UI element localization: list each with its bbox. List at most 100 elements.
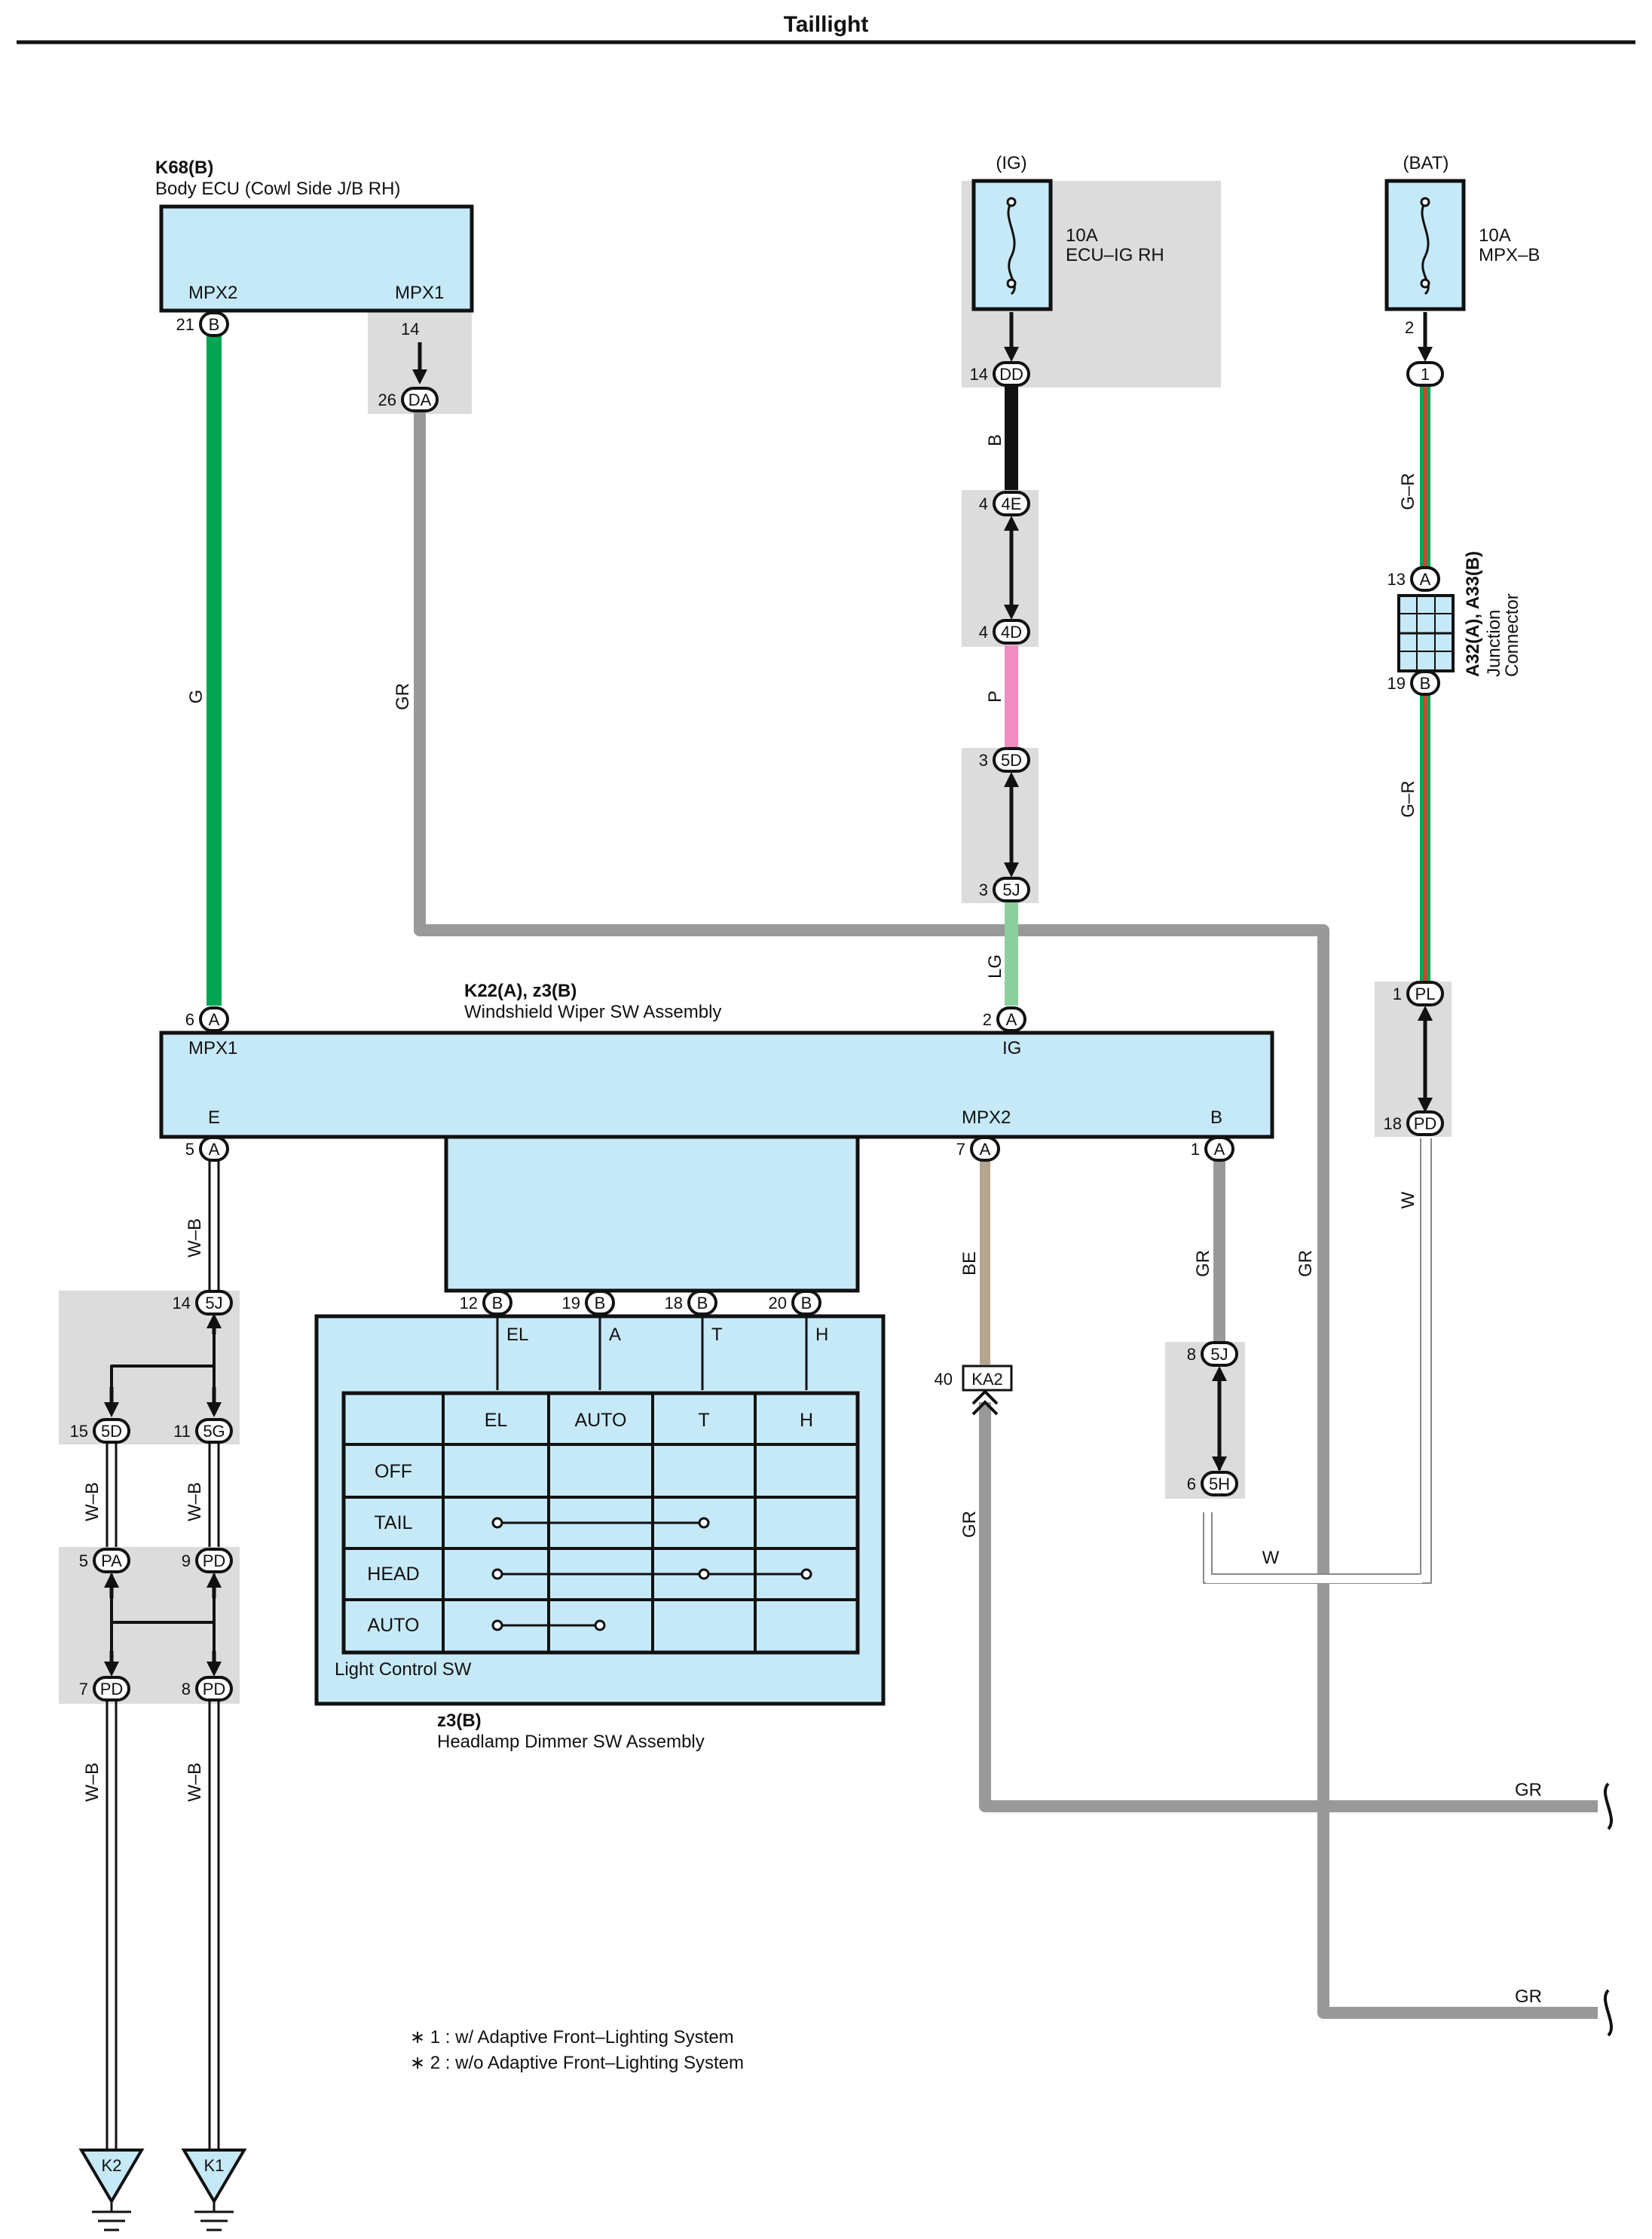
wire-label-gr-3: GR: [959, 1511, 980, 1538]
pin-gnd-5g-conn: 5G: [203, 1422, 225, 1441]
ground-k2: K2: [78, 2149, 145, 2231]
junction-name-2: Connector: [1502, 593, 1522, 677]
pin-wiper-e: A5: [185, 1136, 229, 1162]
switch-row-head: HEAD: [367, 1564, 419, 1585]
switch-header-auto: AUTO: [575, 1410, 627, 1431]
wire-label-wb-3: W–B: [185, 1482, 205, 1521]
junction-code: A32(A), A33(B): [1463, 551, 1483, 677]
pin-wiper-mpx2: A7: [956, 1136, 1000, 1162]
switch-table: EL AUTO T H OFF TAIL HEAD AUTO: [341, 1391, 860, 1655]
note-1: ∗ 1 : w/ Adaptive Front–Lighting System: [410, 2027, 734, 2048]
pin-bat-1-conn: 1: [1421, 365, 1430, 384]
pin-ecu-da: DA 26: [378, 387, 439, 412]
wiper-b-label: B: [1210, 1107, 1222, 1128]
pin-wiper-mpx2-conn: A: [980, 1140, 991, 1159]
pin-dimmer-20: B20: [769, 1290, 821, 1316]
pin-dimmer-12: B12: [460, 1290, 512, 1316]
pin-ecu-da-pin: 26: [378, 391, 396, 409]
fuse-ig-supply: (IG): [996, 153, 1026, 173]
wire-label-wb-5: W–B: [185, 1763, 205, 1802]
pin-gnd-pd-8-conn: PD: [203, 1680, 226, 1698]
wire-break-marks: [1603, 1782, 1614, 2037]
wire-label-gr-1: GR: [393, 683, 413, 710]
wiper-name: Windshield Wiper SW Assembly: [464, 1002, 721, 1022]
wiper-sw-assembly: K22(A), z3(B) Windshield Wiper SW Assemb…: [159, 981, 1274, 1293]
pin-junction-a: A13: [1387, 566, 1440, 592]
dimmer-code: z3(B): [437, 1711, 482, 1731]
ka2-connector: KA2 40: [935, 1365, 1013, 1416]
pin-ig-4e-conn: 4E: [1002, 495, 1022, 513]
pin-b-5h-conn: 5H: [1209, 1475, 1230, 1493]
pin-b-5h-pin: 6: [1187, 1475, 1196, 1493]
pin-junction-b: B19: [1387, 670, 1440, 696]
pin-wiper-b-conn: A: [1214, 1140, 1225, 1159]
ground-symbols: K2 K1: [78, 2149, 247, 2231]
pin-gnd-pd-7-pin: 7: [79, 1680, 88, 1698]
switch-row-auto: AUTO: [368, 1615, 420, 1636]
fuse-ig: (IG) 10A ECU–IG RH: [971, 153, 1164, 311]
dimmer-name: Headlamp Dimmer SW Assembly: [437, 1732, 705, 1752]
wire-label-b: B: [985, 434, 1005, 446]
ground-k1-label: K1: [204, 2156, 225, 2175]
pin-wiper-b: A1: [1191, 1136, 1234, 1162]
pin-wiper-e-pin: 5: [185, 1140, 194, 1159]
wire-label-wb-4: W–B: [82, 1763, 102, 1802]
pin-gnd-pd-7: PD7: [79, 1676, 130, 1701]
body-ecu-name: Body ECU (Cowl Side J/B RH): [155, 179, 400, 199]
pin-pl-pin: 1: [1393, 985, 1402, 1003]
pin-gnd-5d-conn: 5D: [101, 1422, 122, 1441]
pin-dimmer-18-pin: 18: [665, 1294, 683, 1312]
junction-name-1: Junction: [1484, 610, 1504, 677]
pin-ig-4d-conn: 4D: [1001, 623, 1022, 642]
pin-ig-5d-conn: 5D: [1001, 751, 1022, 770]
headlamp-dimmer-sw: EL A T H EL AUTO T H OFF TAIL HEAD A: [314, 1314, 886, 1752]
wire-label-gr-5: GR: [1296, 1250, 1316, 1277]
pin-gnd-pa: PA5: [79, 1548, 130, 1573]
pin-b-5j-pin: 8: [1187, 1345, 1196, 1364]
switch-header-t: T: [698, 1410, 709, 1431]
wire-label-w-1: W: [1398, 1191, 1418, 1208]
pin-dimmer-20-pin: 20: [769, 1294, 787, 1312]
ka2-conn: KA2: [971, 1370, 1003, 1389]
pin-pd-18-pin: 18: [1384, 1114, 1402, 1133]
pin-ig-5j-conn: 5J: [1002, 881, 1020, 899]
pin-wiper-ig: A2: [983, 1006, 1026, 1032]
pin-wiper-ig-pin: 2: [983, 1010, 992, 1029]
switch-row-tail: TAIL: [375, 1512, 413, 1533]
pin-pl-conn: PL: [1415, 985, 1436, 1003]
note-2: ∗ 2 : w/o Adaptive Front–Lighting System: [410, 2053, 744, 2073]
pin-pl: PL 1: [1393, 981, 1444, 1006]
dimmer-term-el: EL: [506, 1325, 528, 1345]
pin-dimmer-18: B18: [665, 1290, 717, 1316]
pin-gnd-pd-9-pin: 9: [182, 1551, 191, 1570]
pin-ecu-da-conn: DA: [408, 391, 432, 409]
pin-gnd-pd-9-conn: PD: [203, 1551, 226, 1570]
pin-dimmer-19-pin: 19: [562, 1294, 580, 1312]
pin-wiper-ig-conn: A: [1006, 1010, 1017, 1029]
fuse-bat: (BAT) 10A MPX–B: [1384, 153, 1540, 311]
pin-wiper-mpx1: A6: [185, 1006, 229, 1032]
notes: ∗ 1 : w/ Adaptive Front–Lighting System …: [410, 2027, 744, 2073]
pin-bat-1: 1: [1406, 361, 1444, 387]
wiper-mpx2-label: MPX2: [962, 1107, 1011, 1128]
pin-ig-5j: 5J3: [979, 877, 1030, 902]
pin-ecu-mpx2-pin: 21: [176, 315, 194, 334]
wire-wb: [106, 1161, 220, 2150]
wiper-code: K22(A), z3(B): [464, 981, 577, 1001]
pin-junction-b-pin: 19: [1387, 674, 1406, 693]
wire-label-gr-r-1: G–R: [1398, 473, 1418, 510]
wire-w: [1211, 1138, 1421, 1575]
fuse-bat-rating: 10A: [1479, 225, 1511, 246]
wiper-mpx1-label: MPX1: [188, 1038, 237, 1058]
pin-gnd-5j-pin: 14: [173, 1294, 191, 1312]
pin-wiper-mpx2-pin: 7: [956, 1140, 965, 1159]
ground-k1: K1: [181, 2149, 247, 2231]
pin-b-5h: 5H 6: [1187, 1471, 1238, 1496]
pin-wiper-b-pin: 1: [1191, 1140, 1200, 1159]
body-ecu-mpx1-label: MPX1: [395, 283, 444, 303]
